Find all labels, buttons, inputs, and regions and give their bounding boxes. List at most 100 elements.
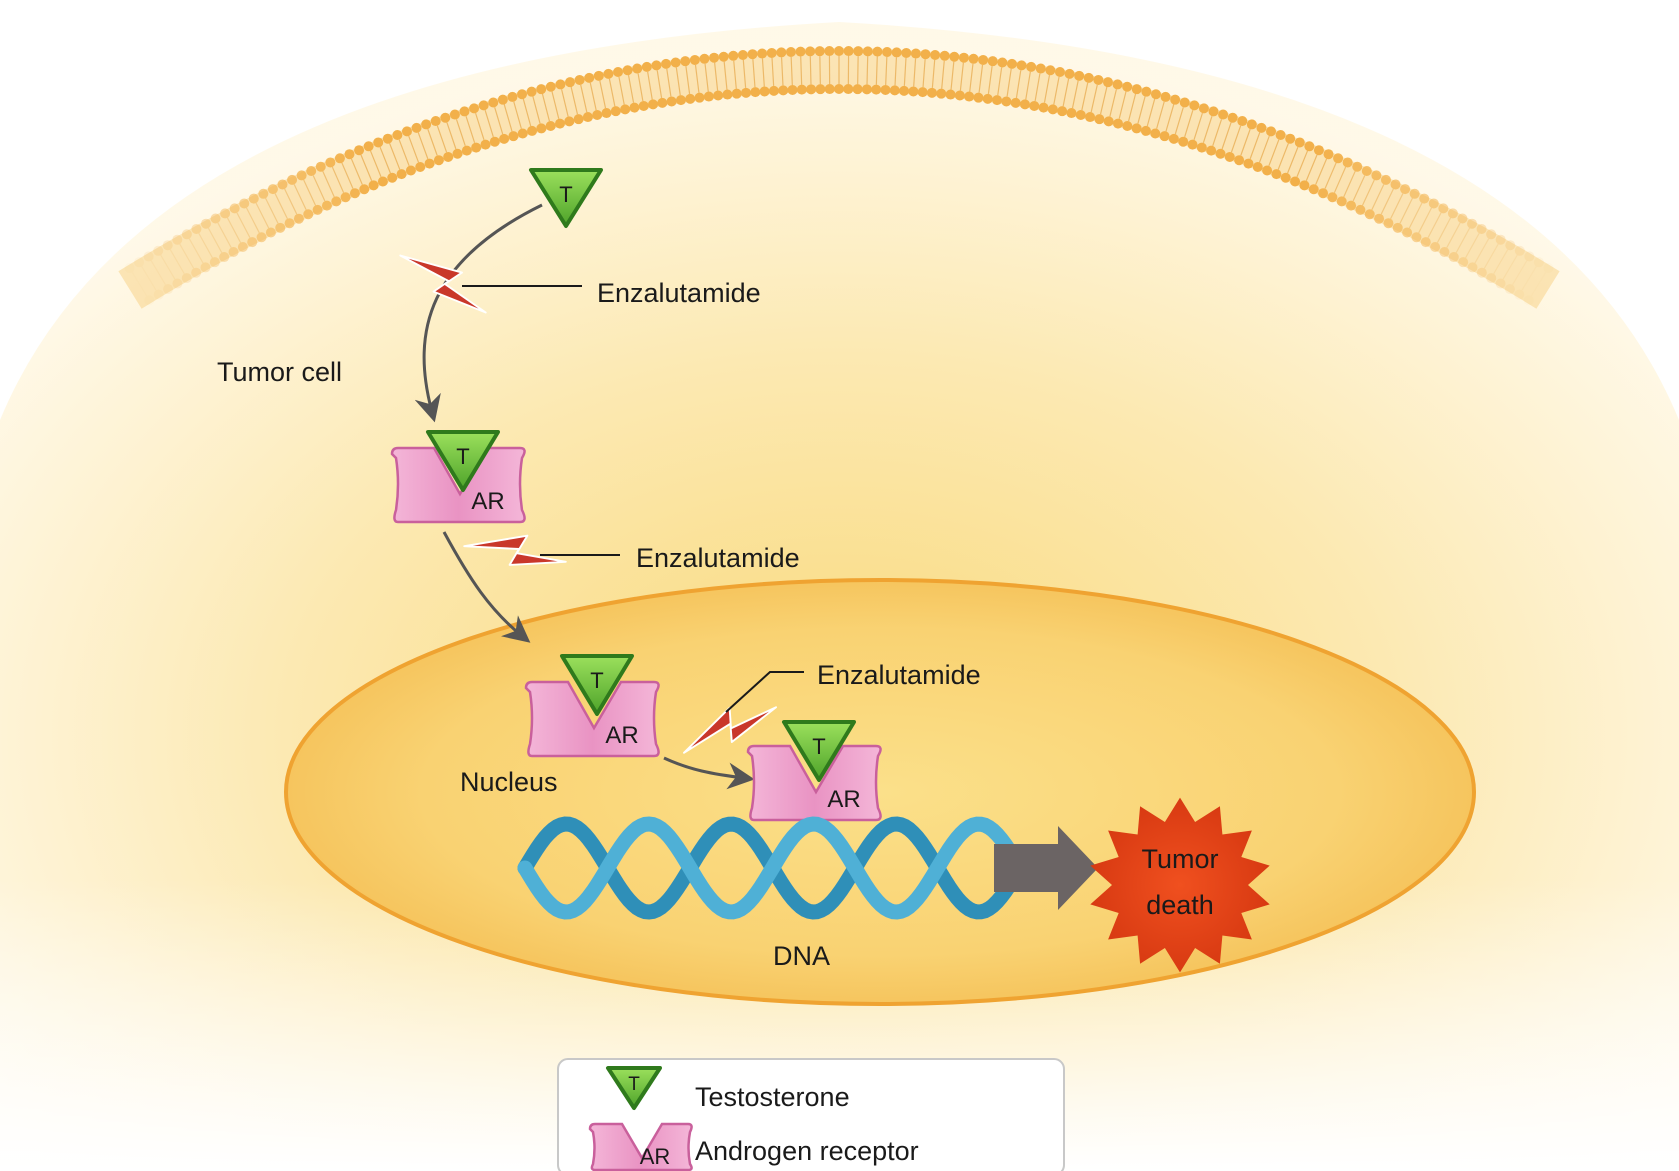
lipid-head: [641, 61, 652, 72]
lipid-head: [1016, 60, 1027, 71]
tumor-death-label-line2: death: [1146, 890, 1214, 920]
lipid-head: [1179, 97, 1190, 108]
lipid-head: [1140, 125, 1151, 136]
lipid-tail: [1099, 86, 1108, 115]
lipid-head: [1371, 170, 1382, 181]
lipid-tail: [580, 84, 588, 113]
lipid-tail: [188, 238, 204, 264]
lipid-head: [1218, 109, 1229, 120]
testosterone-free: T: [529, 168, 603, 228]
lipid-tail: [561, 89, 569, 117]
lipid-head: [1361, 166, 1372, 177]
lipid-head: [497, 94, 508, 105]
lipid-head: [871, 84, 882, 95]
lipid-head: [632, 63, 643, 74]
lipid-head: [694, 92, 705, 103]
lipid-head: [685, 93, 696, 104]
receptor-mark: AR: [827, 786, 860, 813]
lipid-tail: [790, 56, 793, 85]
lipid-tail: [207, 227, 223, 253]
enzalutamide-label-3: Enzalutamide: [817, 660, 981, 690]
lipid-tail: [666, 68, 672, 97]
lipid-head: [1131, 123, 1142, 134]
lipid-head: [1038, 102, 1049, 113]
lipid-head: [368, 180, 379, 191]
lipid-head: [795, 46, 806, 57]
lipid-head: [1346, 200, 1357, 211]
lipid-head: [1198, 103, 1209, 114]
lipid-tail: [950, 61, 955, 90]
receptor-complex-cytoplasm: T AR: [390, 430, 526, 524]
lipid-head: [1029, 100, 1040, 111]
lipid-head: [939, 50, 950, 61]
lipid-head: [172, 234, 183, 245]
lipid-head: [1313, 145, 1324, 156]
lipid-head: [930, 49, 941, 60]
lipid-head: [613, 67, 624, 78]
lipid-head: [210, 213, 221, 224]
lipid-head: [908, 86, 919, 97]
nucleus-label: Nucleus: [460, 767, 558, 797]
lipid-tail: [1305, 154, 1318, 181]
lipid-head: [728, 50, 739, 61]
lipid-head: [978, 54, 989, 65]
lipid-head: [440, 112, 451, 123]
lipid-tail: [1062, 78, 1070, 107]
lipid-tail: [780, 57, 784, 86]
lipid-tail: [1493, 249, 1509, 275]
lipid-head: [1271, 169, 1282, 180]
lipid-head: [638, 100, 649, 111]
lipid-head: [296, 170, 307, 181]
lipid-head: [910, 48, 921, 59]
lipid-tail: [1184, 109, 1194, 138]
lipid-head: [411, 122, 422, 133]
lipid-head: [622, 65, 633, 76]
lipid-head: [861, 84, 872, 95]
lipid-tail: [522, 98, 532, 127]
lipid-head: [258, 188, 269, 199]
lipid-head: [536, 123, 547, 134]
lipid-head: [452, 148, 463, 159]
lipid-tail: [903, 57, 907, 86]
enzalutamide-label-2: Enzalutamide: [636, 543, 800, 573]
lipid-tail: [265, 197, 279, 224]
lipid-head: [181, 229, 192, 240]
lipid-tail: [1521, 266, 1537, 291]
lipid-head: [1113, 118, 1124, 129]
lipid-head: [143, 251, 154, 262]
lipid-tail: [369, 150, 382, 178]
receptor-mark: AR: [605, 722, 638, 749]
lipid-tail: [1193, 112, 1203, 141]
lipid-head: [124, 262, 135, 273]
lipid-head: [382, 133, 393, 144]
lipid-head: [359, 184, 370, 195]
lipid-tail: [427, 128, 438, 156]
lipid-tail: [1315, 158, 1328, 185]
lipid-head: [200, 218, 211, 229]
lipid-head: [805, 46, 816, 57]
lipid-head: [1420, 237, 1431, 248]
lipid-tail: [284, 188, 298, 215]
lipid-head: [162, 240, 173, 251]
lipid-head: [1392, 222, 1403, 233]
lipid-head: [1495, 278, 1506, 289]
lipid-head: [1102, 77, 1113, 88]
lipid-head: [401, 126, 412, 137]
lipid-tail: [931, 59, 936, 88]
lipid-tail: [885, 56, 888, 85]
lipid-tail: [389, 143, 401, 170]
outcome-arrow: [994, 826, 1098, 910]
lipid-head: [987, 56, 998, 67]
lipid-tail: [245, 207, 260, 234]
lipid-tail: [922, 59, 926, 88]
testosterone-mark: T: [812, 734, 825, 759]
lipid-tail: [274, 193, 288, 219]
lipid-tail: [350, 158, 363, 185]
lipid-tail: [1034, 73, 1041, 102]
lipid-head: [1327, 192, 1338, 203]
lipid-head: [954, 90, 965, 101]
lipid-tail: [1380, 188, 1394, 215]
lipid-head: [354, 145, 365, 156]
lipid-tail: [503, 104, 513, 132]
lipid-head: [1304, 141, 1315, 152]
